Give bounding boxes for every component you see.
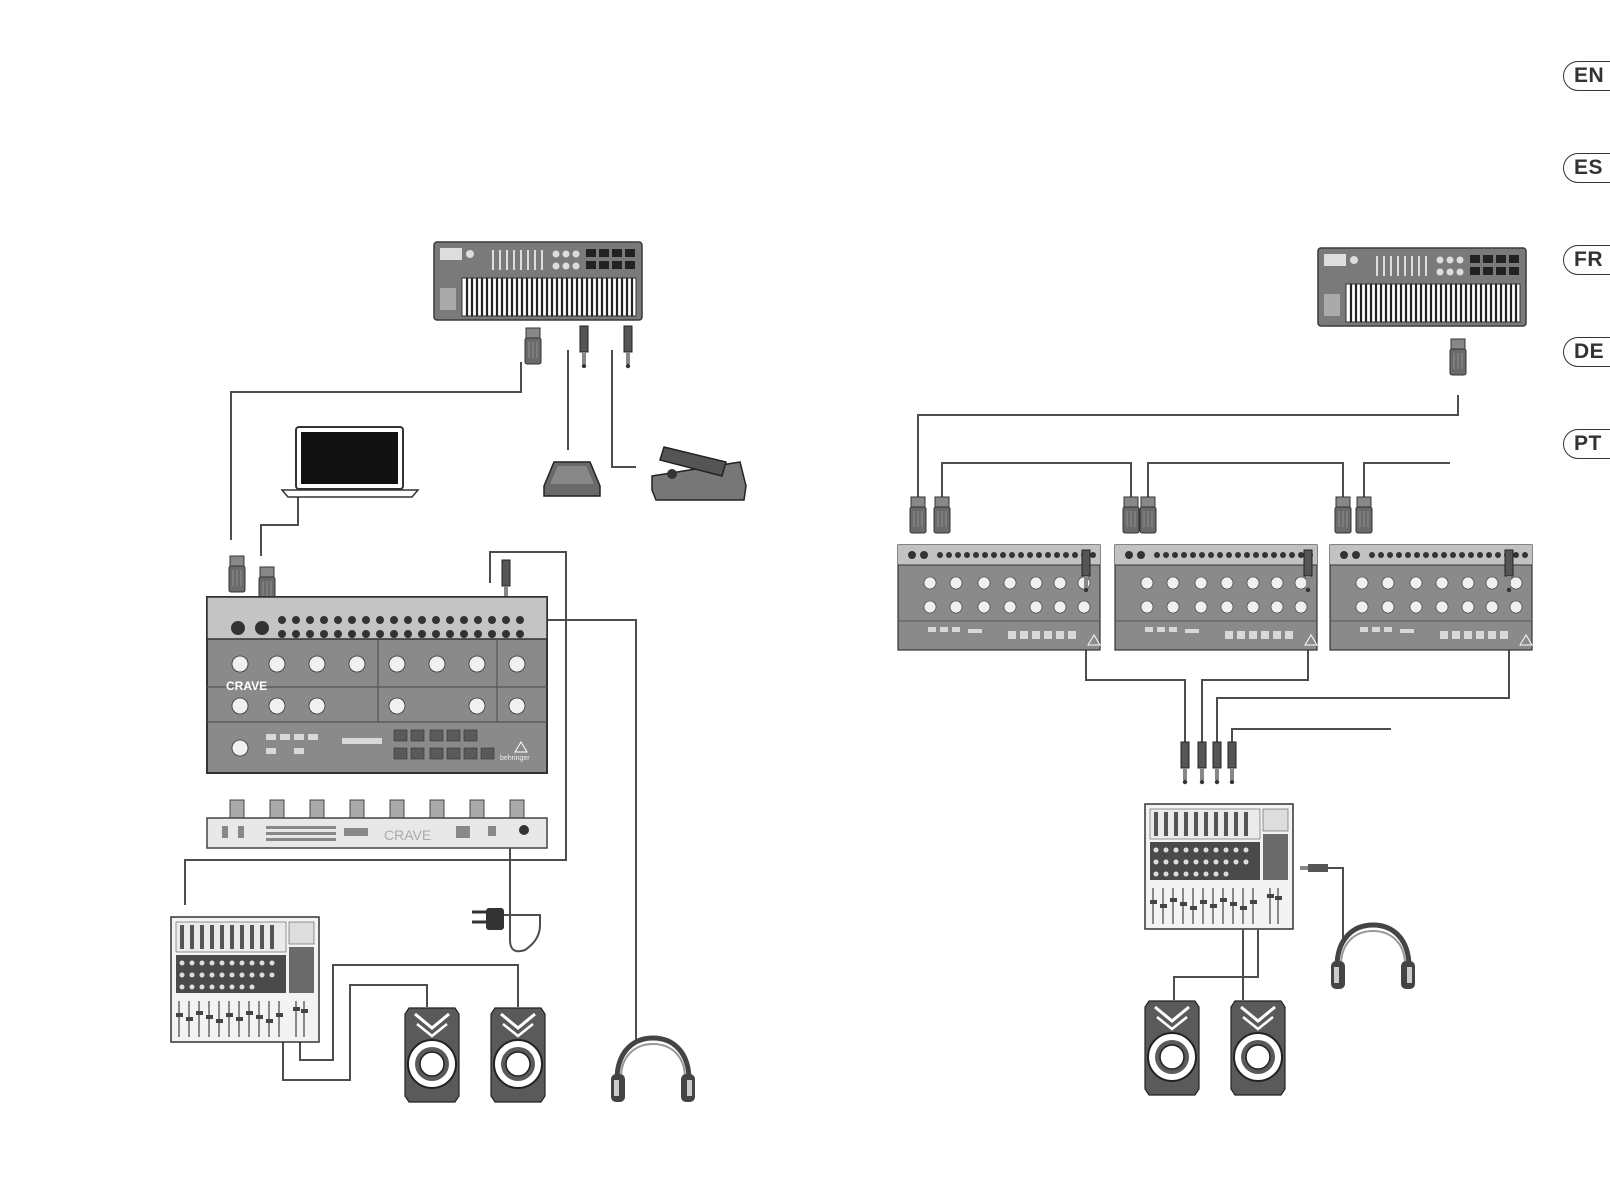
usb-plug-icon [229, 556, 245, 592]
usb-plug-icon [1450, 339, 1466, 375]
headphones-icon [611, 1038, 695, 1102]
cable-midi-thru-2 [1148, 463, 1343, 497]
cable-extra-mixer [1232, 729, 1391, 742]
cable-mixer-headphones [1300, 868, 1343, 938]
midi-plug-icon [934, 497, 950, 533]
midi-plug-icon [1356, 497, 1372, 533]
synth-icon [1330, 545, 1532, 650]
jack-plug-icon [1181, 742, 1189, 784]
synth-icon [1115, 545, 1317, 650]
midi-plug-icon [910, 497, 926, 533]
synth-logo-text: CRAVE [226, 679, 267, 693]
speaker-icon [1145, 1001, 1199, 1095]
jack-plug-icon [1300, 864, 1328, 872]
jack-plug-icon [1213, 742, 1221, 784]
midi-keyboard-icon [1318, 248, 1526, 326]
synth-brand-text: behringer [500, 755, 530, 762]
jack-plug-icon [1228, 742, 1236, 784]
midi-keyboard-icon [434, 242, 642, 320]
synth-rear-panel-icon: CRAVE [207, 800, 547, 848]
cable-midi-thru-3 [1364, 463, 1450, 497]
usb-plug-icon [525, 328, 541, 364]
laptop-icon [282, 427, 418, 497]
power-adapter-icon [472, 908, 504, 930]
cable-mixer-speaker-3 [1174, 930, 1258, 1000]
cable-keyboard-midi [918, 395, 1458, 497]
synth-icon [898, 545, 1100, 650]
cable-expression-pedal [612, 350, 636, 467]
synth-icon: CRAVE behringer [207, 597, 547, 773]
rear-logo-text: CRAVE [384, 827, 431, 843]
expression-pedal-icon [652, 447, 746, 500]
mixer-icon [171, 917, 319, 1042]
jack-plug-icon [580, 326, 588, 368]
speaker-icon [1231, 1001, 1285, 1095]
speaker-icon [405, 1008, 459, 1102]
midi-plug-icon [1123, 497, 1139, 533]
midi-plug-icon [1335, 497, 1351, 533]
jack-plug-icon [1198, 742, 1206, 784]
sustain-pedal-icon [544, 462, 600, 496]
cable-midi-thru-1 [942, 463, 1131, 497]
jack-plug-icon [624, 326, 632, 368]
midi-plug-icon [1140, 497, 1156, 533]
speaker-icon [491, 1008, 545, 1102]
mixer-icon [1145, 804, 1293, 929]
jack-plug-icon [502, 560, 510, 602]
